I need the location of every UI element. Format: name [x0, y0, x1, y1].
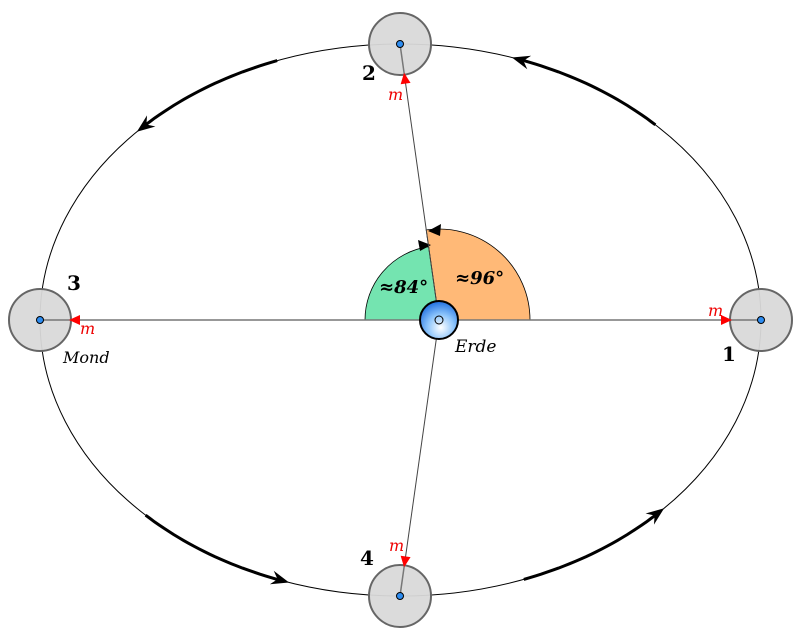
orbit-arrow-1: [523, 59, 657, 127]
mass-marker-icon: [400, 555, 411, 568]
orbit-arrowhead-icon: [645, 508, 665, 525]
mass-label-3: m: [80, 319, 95, 338]
angle-sector-right: [425, 228, 531, 321]
mass-label-1: m: [708, 301, 723, 320]
arc-arrowhead-right: [428, 224, 441, 236]
moon-label: Mond: [62, 348, 110, 367]
orbit-arrow-3: [144, 513, 278, 581]
mass-marker-icon: [400, 72, 411, 85]
earth-label: Erde: [454, 337, 496, 357]
angle-label-left: ≈84°: [379, 277, 428, 298]
direction-arrows: [136, 55, 665, 585]
position-label-1: 1: [722, 342, 736, 366]
orbit-arrow-2: [144, 59, 278, 127]
orbit-arrowhead-icon: [511, 55, 532, 70]
orbit-arrowhead-icon: [136, 115, 156, 132]
mass-marker-icon: [69, 315, 80, 325]
line-to-moon-2: [399, 43, 440, 321]
position-label-4: 4: [360, 546, 374, 570]
angle-label-right: ≈96°: [455, 268, 504, 289]
position-label-3: 3: [67, 271, 81, 295]
mass-label-2: m: [388, 85, 403, 104]
orbit-arrowhead-icon: [269, 570, 290, 585]
line-to-moon-4: [399, 319, 440, 597]
mass-label-4: m: [389, 536, 404, 555]
earth: [419, 300, 459, 340]
arc-arrowhead-left: [418, 240, 431, 251]
position-label-2: 2: [362, 61, 376, 85]
mass-marker-icon: [721, 315, 732, 325]
orbit-arrow-4: [523, 513, 657, 581]
